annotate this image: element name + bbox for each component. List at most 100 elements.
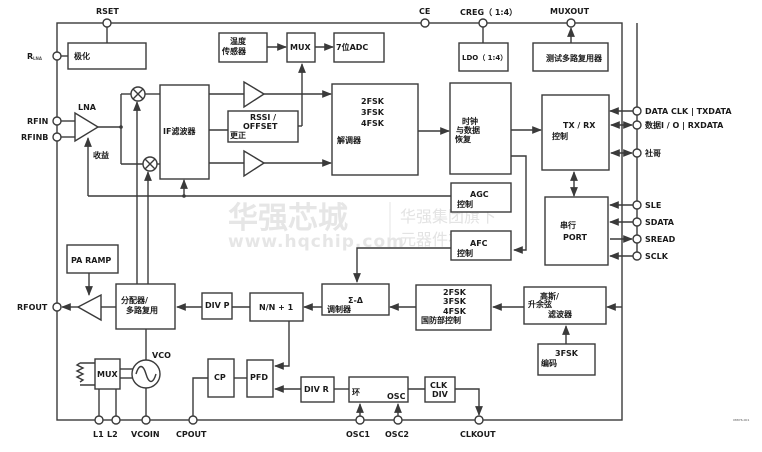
pin-data-clk-label: DATA CLK | TXDATA [645, 107, 732, 116]
pin-data-io-label: 数据I / O | RXDATA [645, 120, 724, 130]
encoder-block [537, 343, 596, 376]
pin-rlna-sub: LNA [33, 56, 43, 61]
pin-osc2[interactable] [393, 415, 403, 425]
rssi-label-3: 更正 [230, 130, 246, 140]
watermark-brand: 华强芯城 [228, 201, 348, 236]
demodulator-block [331, 83, 419, 176]
inductor-icon [75, 362, 95, 386]
demod-label-2: 3FSK [361, 108, 385, 117]
pin-rset-label: RSET [96, 7, 119, 16]
mixer-q-icon [144, 158, 156, 170]
osc-label-1: 环 [352, 388, 360, 397]
pin-vcoin[interactable] [141, 415, 151, 425]
pin-sdata[interactable] [632, 217, 642, 227]
sigma-delta-block [321, 283, 390, 316]
pin-rfin[interactable] [52, 116, 62, 126]
pin-rfin-label: RFIN [27, 117, 48, 126]
pin-creg-label: CREG（ 1:4） [460, 7, 517, 17]
pa-ramp-block [66, 244, 119, 274]
pin-rfout-label: RFOUT [17, 303, 48, 312]
if-filter-label: IF滤波器 [163, 126, 196, 136]
bias-block [67, 42, 147, 70]
vco-label: VCO [152, 351, 171, 360]
lna-amplifier [74, 111, 100, 143]
rssi-label-1: RSSI / [250, 113, 276, 122]
mux-top-label: MUX [290, 43, 311, 52]
afc-label-2: 控制 [457, 248, 473, 258]
pin-rlna-label: R [27, 52, 33, 61]
pin-data-clk[interactable] [632, 106, 642, 116]
div-r-label: DIV R [304, 385, 329, 394]
txrx-control-block [541, 94, 610, 171]
divider-label-2: 多路复用 [126, 305, 158, 315]
agc-label-2: 控制 [457, 199, 473, 209]
pin-osc1[interactable] [355, 415, 365, 425]
limiter-amp-i [243, 80, 266, 109]
pfd-label: PFD [250, 373, 268, 382]
pin-rset[interactable] [102, 18, 112, 28]
pin-sread[interactable] [632, 234, 642, 244]
pin-interrupt-label: 社哥 [644, 148, 661, 158]
pin-ce-label: CE [419, 7, 430, 16]
clkdiv-label-2: DIV [432, 390, 449, 399]
adc-label: 7位ADC [336, 42, 368, 52]
limiter-amp-q [243, 149, 266, 178]
pin-rlna[interactable] [52, 51, 62, 61]
temp-sensor-label-2: 传感器 [221, 46, 247, 56]
mux-vco-label: MUX [97, 370, 118, 379]
sigma-label-1: Σ-Δ [348, 296, 364, 305]
pin-clkout[interactable] [474, 415, 484, 425]
pin-rfinb[interactable] [52, 132, 62, 142]
mixer-i-icon [132, 88, 144, 100]
divider-mux-block [115, 283, 176, 330]
test-mux-label: 测试多路复用器 [546, 53, 603, 63]
pin-interrupt[interactable] [632, 148, 642, 158]
agc-label-1: AGC [470, 190, 489, 199]
serial-port-block [544, 196, 609, 266]
afc-label-1: AFC [470, 239, 488, 248]
clock-data-recovery-block [449, 82, 512, 175]
pin-sle[interactable] [632, 200, 642, 210]
clkdiv-label-1: CLK [430, 381, 448, 390]
txrx-label-2: 控制 [552, 131, 568, 141]
gaussian-label-2: 升余弦 [528, 299, 552, 309]
encoder-label-2: 编码 [541, 358, 557, 368]
encoder-label-1: 3FSK [555, 349, 579, 358]
pin-rfout[interactable] [52, 302, 62, 312]
serial-label-1: 串行 [560, 220, 576, 230]
bias-label: 极化 [74, 51, 90, 61]
pin-l2[interactable] [111, 415, 121, 425]
pfd-block [246, 359, 274, 398]
pin-data-io[interactable] [632, 120, 642, 130]
test-mux-block [532, 42, 609, 72]
lna-label: LNA [78, 103, 97, 112]
mod-label-3: 4FSK [443, 307, 467, 316]
pin-sread-label: SREAD [645, 235, 676, 244]
sigma-label-2: 调制器 [327, 304, 352, 314]
adc-block [333, 32, 385, 63]
pin-ce[interactable] [420, 18, 430, 28]
gain-label: 收益 [93, 150, 109, 160]
agc-block [450, 182, 512, 213]
pin-sclk[interactable] [632, 251, 642, 261]
mod-label-1: 2FSK [443, 288, 467, 297]
pin-cpout[interactable] [188, 415, 198, 425]
pin-muxout[interactable] [566, 18, 576, 28]
rssi-label-2: OFFSET [243, 122, 278, 131]
txrx-label-1: TX / RX [563, 121, 596, 130]
arrow [274, 321, 290, 370]
pin-l1[interactable] [94, 415, 104, 425]
ring-osc-block [348, 376, 409, 403]
mod-label-2: 3FSK [443, 297, 467, 306]
pin-muxout-label: MUXOUT [550, 7, 590, 16]
pin-osc2-label: OSC2 [385, 430, 409, 439]
arrow [455, 388, 483, 416]
pin-sclk-label: SCLK [645, 252, 669, 261]
pin-sdata-label: SDATA [645, 218, 675, 227]
pin-rfinb-label: RFINB [21, 133, 48, 142]
pin-clkout-label: CLKOUT [460, 430, 496, 439]
pin-cpout-label: CPOUT [176, 430, 207, 439]
pin-creg[interactable] [478, 18, 488, 28]
power-amplifier [76, 293, 102, 322]
demod-label-4: 解调器 [337, 135, 362, 145]
